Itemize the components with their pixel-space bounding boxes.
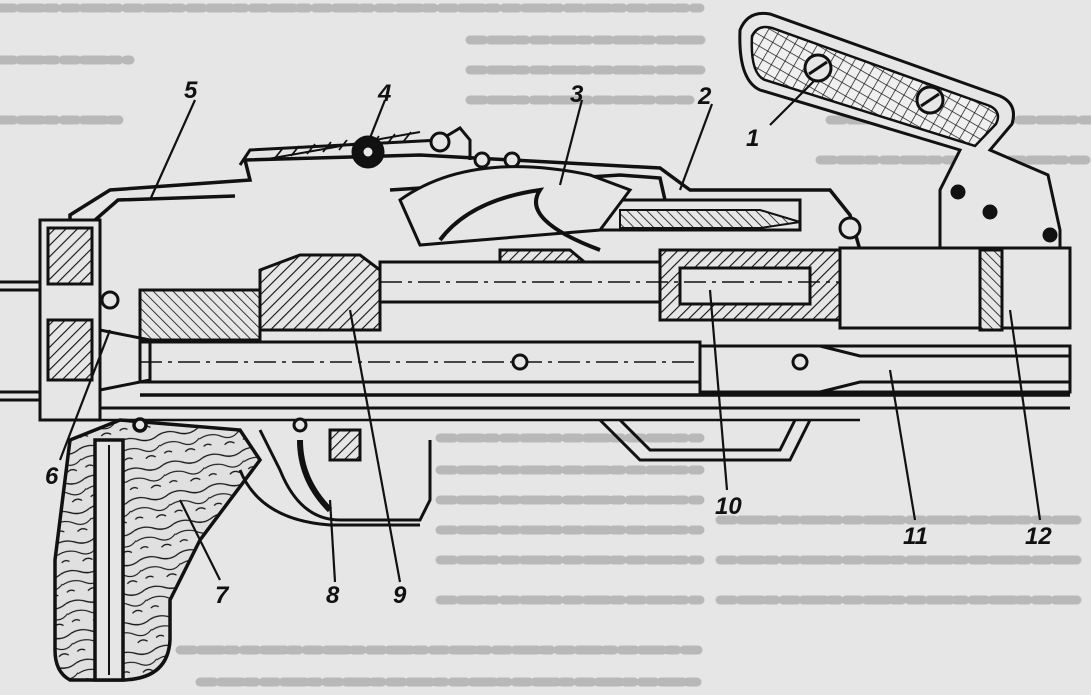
callout-8: 8: [326, 582, 340, 609]
leader-lines: [58, 79, 1042, 583]
callout-7: 7: [215, 582, 230, 609]
callout-12: 12: [1025, 523, 1052, 550]
show-through-text: [0, 3, 1091, 687]
callout-6: 6: [45, 463, 59, 490]
callout-1: 1: [746, 125, 759, 152]
callout-11: 11: [903, 523, 928, 550]
handguard: [598, 418, 812, 462]
trigger-group: [238, 417, 432, 527]
stock-plate: [738, 11, 1062, 257]
callout-4: 4: [377, 80, 391, 107]
rear-receiver: [38, 218, 152, 422]
callout-3: 3: [570, 81, 584, 108]
callout-2: 2: [697, 83, 712, 110]
bolt-group: [138, 165, 862, 342]
rear-sight: [238, 126, 521, 169]
barrel-assembly: [0, 246, 1072, 422]
callout-5: 5: [184, 77, 198, 104]
callout-10: 10: [715, 493, 742, 520]
callout-labels: 1 2 3 4 5 6 7 8 9 10 11 12: [45, 77, 1052, 609]
pistol-grip: [53, 417, 263, 682]
callout-9: 9: [393, 582, 407, 609]
